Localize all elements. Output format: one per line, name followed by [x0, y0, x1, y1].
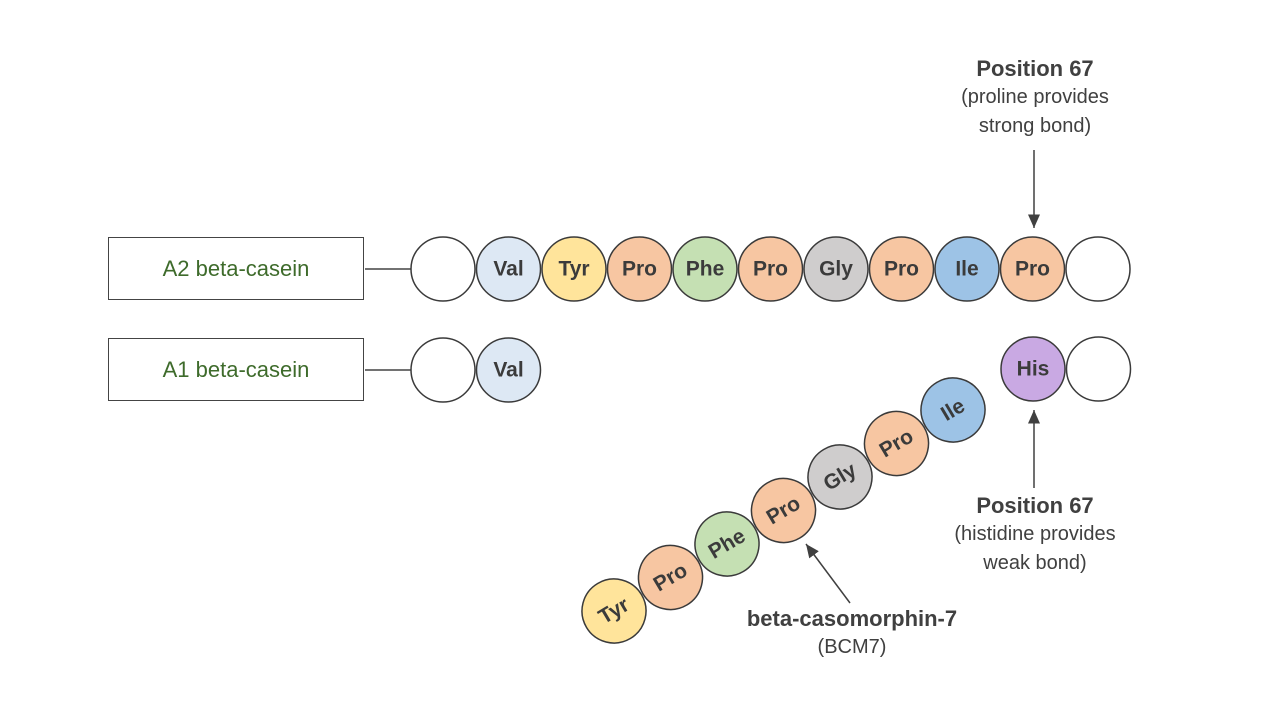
a2-label: A2 beta-casein — [162, 255, 310, 281]
a2-position-title: Position 67 — [976, 56, 1094, 81]
bcm7-residue-circle — [920, 377, 986, 443]
a1-label: A1 beta-casein — [162, 356, 310, 382]
a2-residue-val: Val — [475, 236, 542, 302]
a2-residue-phe: Phe — [672, 236, 738, 302]
a2-position-line2: strong bond) — [978, 115, 1092, 137]
a2-position-line1: (proline provides — [961, 86, 1109, 108]
bcm7-residue-pro: Pro — [863, 410, 930, 477]
a2-residue-circle — [410, 236, 476, 302]
a2-residue-label: Phe — [686, 258, 725, 281]
bcm7-residue-tyr: Tyr — [581, 578, 647, 644]
bcm7-residue-gly: Gly — [807, 444, 873, 510]
a2-residue-empty — [1065, 236, 1131, 302]
a1-residue-val: Val — [475, 337, 542, 403]
a1-position-title: Position 67 — [976, 493, 1094, 518]
a2-residue-circle — [541, 236, 607, 302]
bcm7-residue-pro: Pro — [637, 544, 704, 611]
a1-residue-label: Val — [493, 359, 523, 382]
bcm7-residue-ile: Ile — [920, 377, 986, 443]
a2-residue-label: Gly — [819, 258, 853, 281]
a2-residue-circle — [803, 236, 869, 302]
a2-residue-label: Pro — [884, 258, 919, 281]
a2-residue-label: Val — [493, 258, 523, 281]
a1-position-line2: weak bond) — [983, 552, 1087, 574]
bcm7-title: beta-casomorphin-7 — [746, 606, 958, 631]
a2-residue-label: Pro — [753, 258, 788, 281]
a2-residue-circle — [868, 236, 935, 302]
a2-residue-pro: Pro — [999, 236, 1066, 302]
bcm7-residue-circle — [581, 578, 647, 644]
a2-residue-circle — [1065, 236, 1131, 302]
bcm7-residue-circle — [863, 410, 930, 477]
bcm7-arrow — [805, 543, 851, 604]
a1-residue-empty — [410, 337, 476, 403]
a2-residue-pro: Pro — [737, 236, 804, 302]
bcm7-residue-circle — [637, 544, 704, 611]
a2-residue-circle — [606, 236, 673, 302]
a1-residue-label: His — [1017, 358, 1050, 381]
a2-residue-pro: Pro — [606, 236, 673, 302]
a2-residue-circle — [999, 236, 1066, 302]
bcm7-residue-pro: Pro — [750, 477, 817, 544]
bcm7-residue-circle — [694, 511, 760, 577]
a1-residue-circle — [1000, 336, 1066, 402]
a2-residue-label: Pro — [622, 258, 657, 281]
a2-position-annotation: Position 67 (proline provides strong bon… — [920, 54, 1150, 141]
a2-residue-circle — [475, 236, 542, 302]
a2-residue-label: Pro — [1015, 258, 1050, 281]
bcm7-annotation: beta-casomorphin-7 (BCM7) — [722, 604, 982, 662]
a1-residue-circle — [475, 337, 542, 403]
a2-residue-tyr: Tyr — [541, 236, 607, 302]
a2-residue-circle — [934, 236, 1000, 302]
a1-position-line1: (histidine provides — [954, 523, 1116, 545]
a2-residue-pro: Pro — [868, 236, 935, 302]
a2-residue-gly: Gly — [803, 236, 869, 302]
a1-label-box: A1 beta-casein — [108, 338, 364, 401]
a1-residue-his: His — [1000, 336, 1066, 402]
a2-label-box: A2 beta-casein — [108, 237, 364, 300]
bcm7-residue-circle — [750, 477, 817, 544]
a2-residue-label: Tyr — [558, 258, 589, 281]
bcm7-subtitle: (BCM7) — [817, 636, 887, 658]
a2-residue-empty — [410, 236, 476, 302]
a2-residue-label: Ile — [955, 258, 978, 281]
a2-residue-circle — [737, 236, 804, 302]
bcm7-residue-circle — [807, 444, 873, 510]
bcm7-residue-phe: Phe — [694, 511, 760, 577]
a1-residue-empty — [1065, 336, 1132, 402]
a1-position-annotation: Position 67 (histidine provides weak bon… — [920, 491, 1150, 578]
a2-residue-ile: Ile — [934, 236, 1000, 302]
a1-residue-circle — [410, 337, 476, 403]
a1-residue-circle — [1065, 336, 1132, 402]
a2-residue-circle — [672, 236, 738, 302]
